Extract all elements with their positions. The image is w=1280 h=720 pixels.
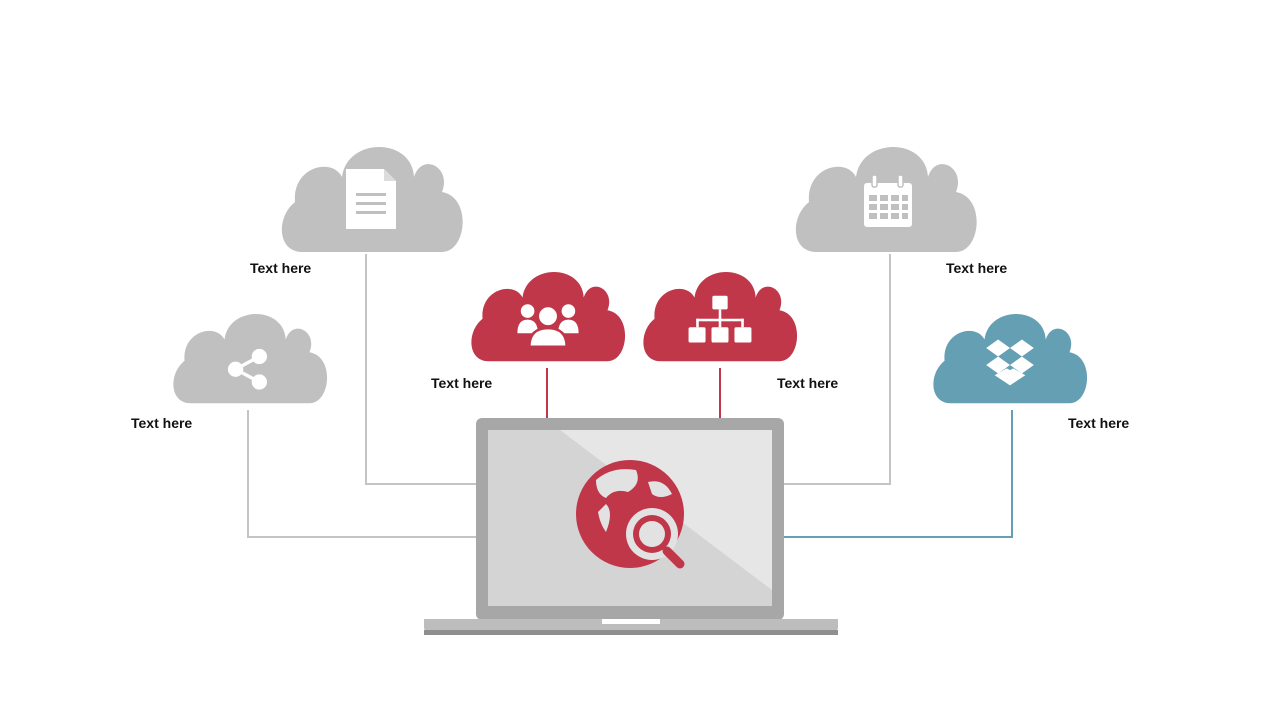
- share-icon: [227, 348, 267, 390]
- globe-search-icon: [576, 460, 685, 569]
- connector-dropbox: [782, 410, 1013, 538]
- calendar-icon: [864, 174, 912, 227]
- cloud-document: [281, 147, 463, 252]
- connector-document: [365, 254, 478, 485]
- connector-share: [247, 410, 478, 538]
- users-icon: [517, 304, 579, 349]
- label-calendar: Text here: [946, 260, 1008, 276]
- cloud-dropbox: [933, 314, 1088, 404]
- connector-calendar: [782, 254, 891, 485]
- label-share: Text here: [131, 415, 193, 431]
- laptop-notch: [602, 619, 660, 624]
- label-dropbox: Text here: [1068, 415, 1130, 431]
- cloud-hierarchy: [643, 272, 798, 362]
- label-document: Text here: [250, 260, 312, 276]
- label-users: Text here: [431, 375, 493, 391]
- dropbox-icon: [986, 339, 1034, 386]
- laptop: [424, 418, 838, 635]
- cloud-calendar: [795, 147, 977, 252]
- cloud-users: [471, 272, 626, 362]
- hierarchy-icon: [688, 295, 752, 343]
- cloud-share: [173, 314, 328, 404]
- laptop-base-shadow: [424, 630, 838, 635]
- connector-lines: [247, 254, 1013, 538]
- document-icon: [346, 169, 396, 229]
- label-hierarchy: Text here: [777, 375, 839, 391]
